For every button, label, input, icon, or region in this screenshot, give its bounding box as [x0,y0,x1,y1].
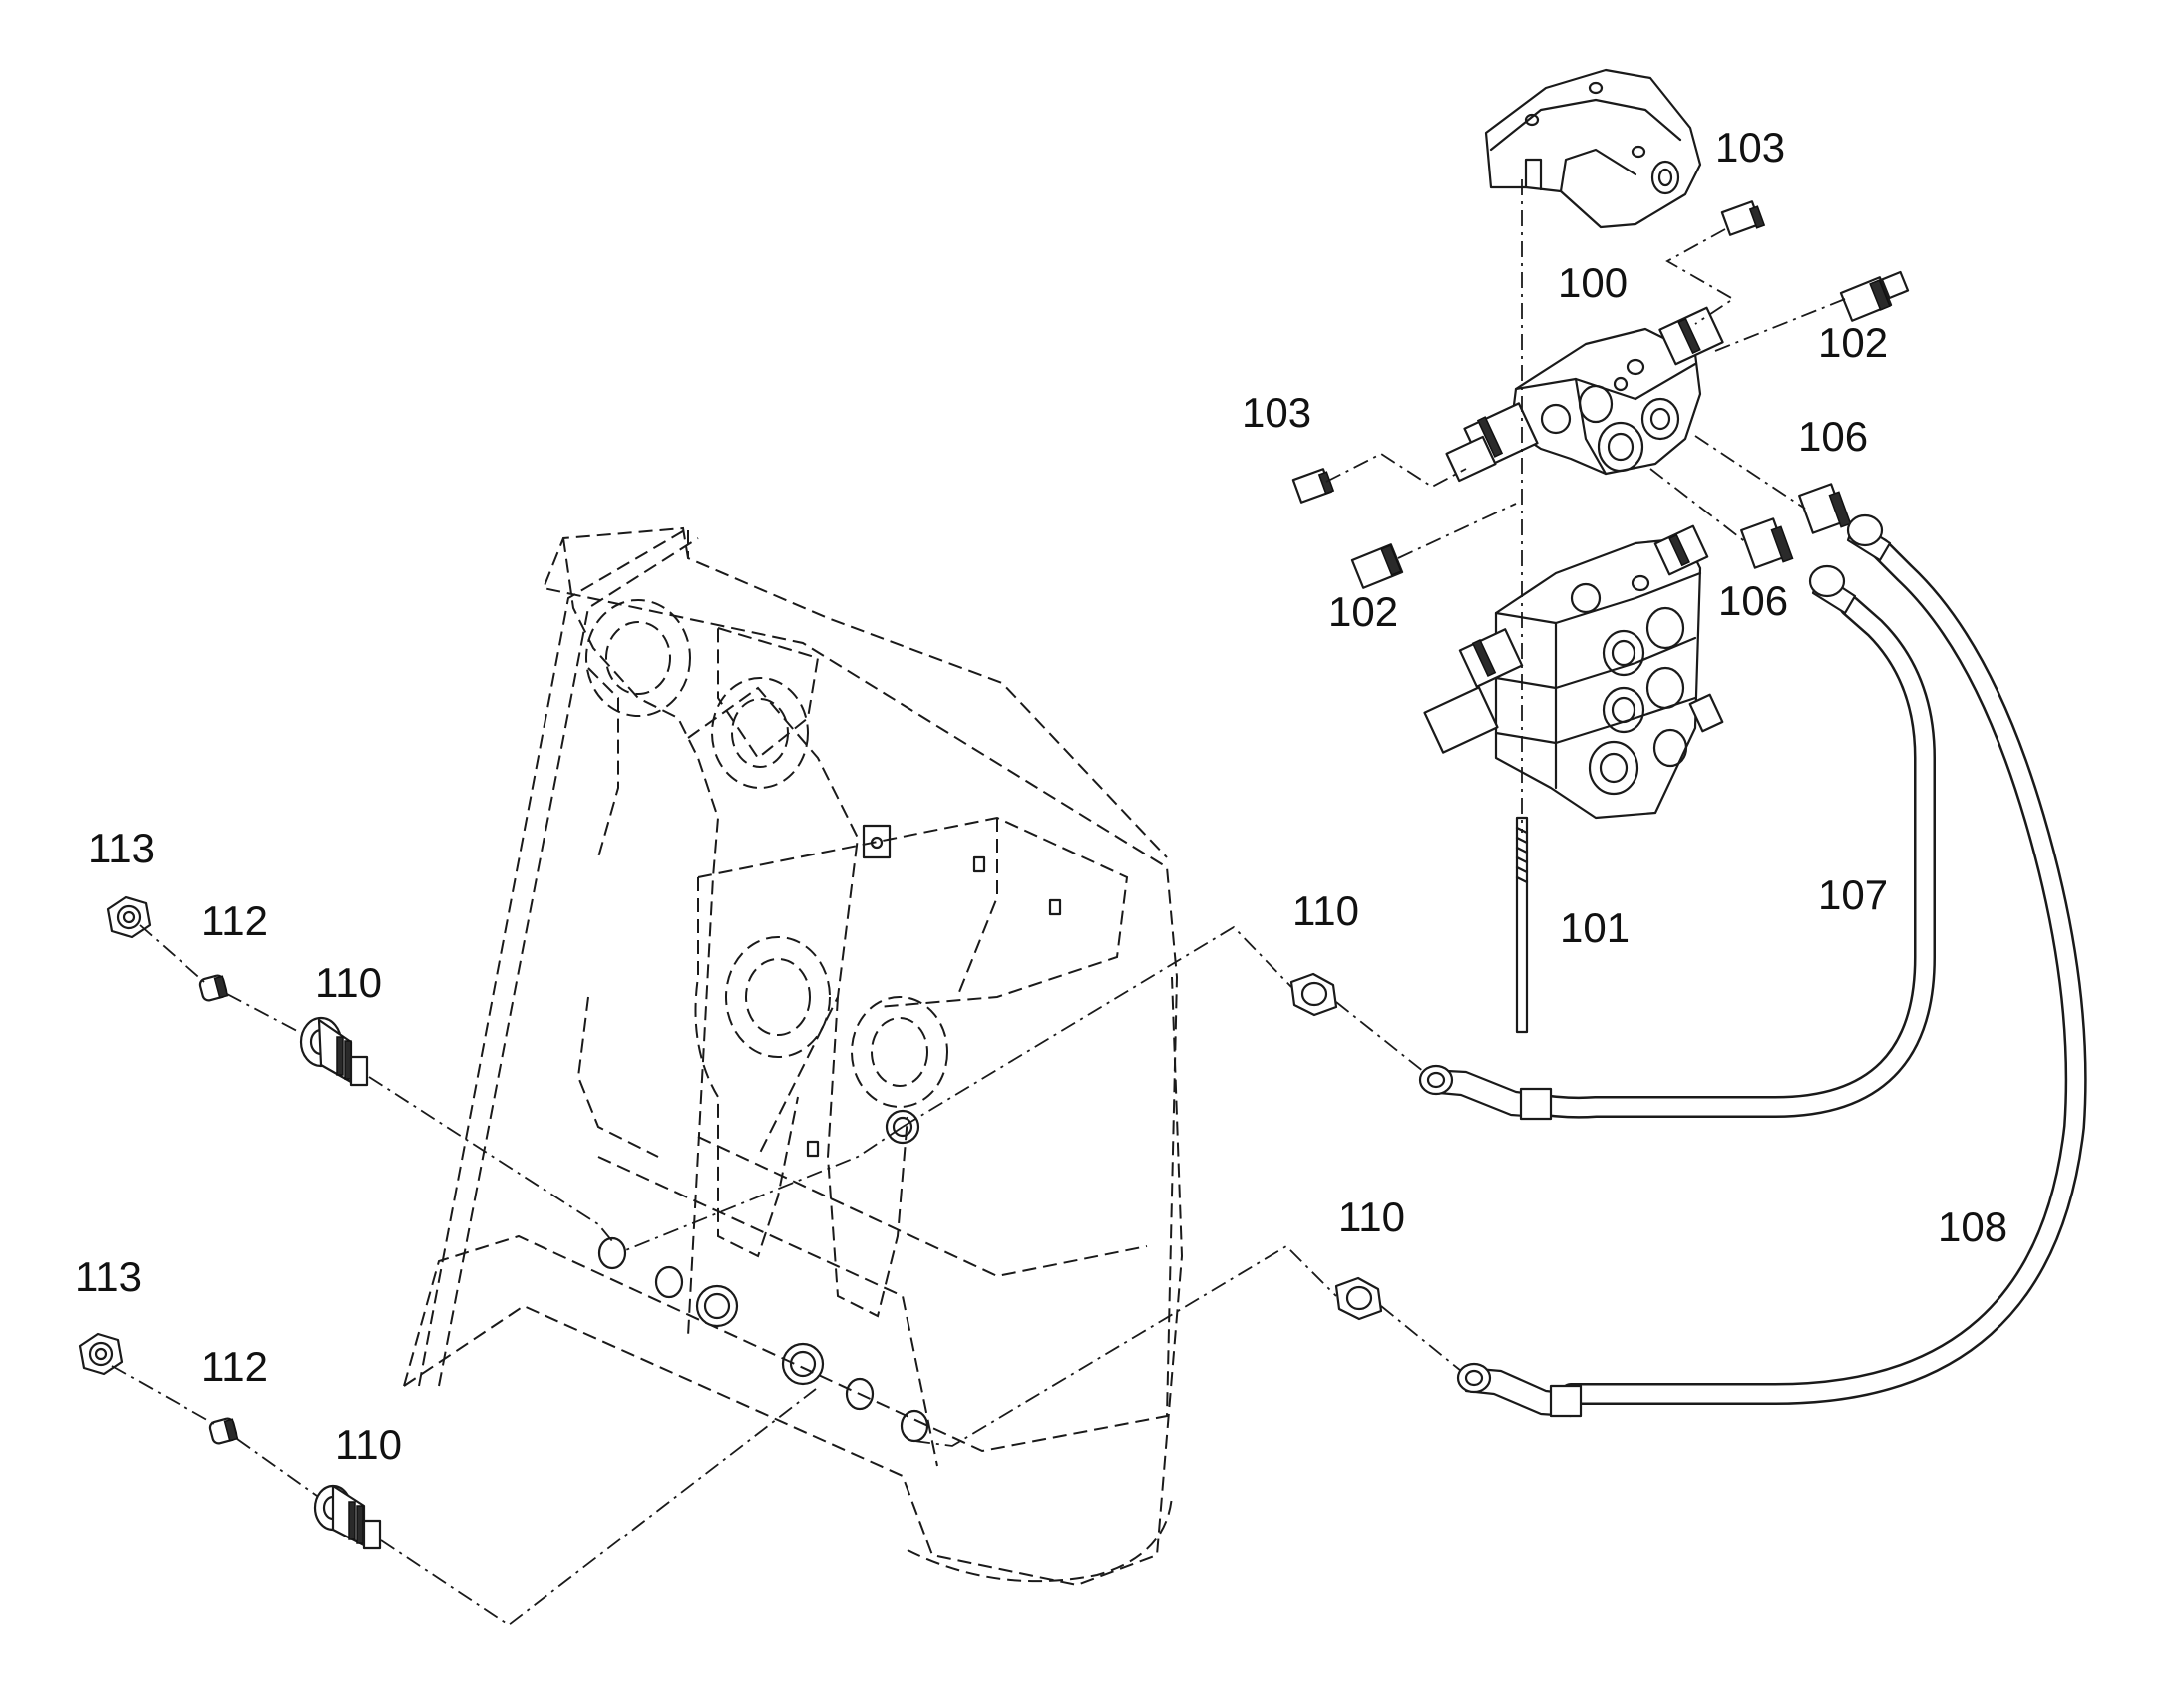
tie-rod [1515,816,1529,1034]
callout-108: 108 [1938,1203,2007,1250]
valve-cover [1484,68,1702,229]
bulkhead-nut-upper [1289,972,1338,1017]
callout-110-lower: 110 [1338,1194,1405,1240]
callout-103-top: 103 [1715,124,1785,171]
callout-101: 101 [1560,904,1630,951]
plug-112-lower [208,1417,239,1445]
nut-113-lower [78,1332,124,1376]
nut-113-upper [106,895,152,939]
callout-110-left-upper: 110 [315,959,382,1006]
callout-106-lower: 106 [1718,577,1788,624]
fitting-110-left-upper [299,1016,369,1087]
callout-107: 107 [1818,871,1888,918]
callout-110-upper: 110 [1292,887,1359,934]
callout-113-lower: 113 [75,1253,142,1300]
callout-100: 100 [1558,259,1628,306]
callout-103-left: 103 [1242,389,1311,436]
loader-frame [403,526,1184,1587]
fitting-106-lower [1740,517,1794,569]
frame-leader-lines [111,924,1462,1627]
callout-110-left-lower: 110 [335,1421,402,1468]
callout-102-left: 102 [1328,588,1398,635]
fitting-102-right [1839,270,1910,322]
bulkhead-nut-lower [1334,1276,1383,1321]
fitting-110-left-lower [313,1484,382,1550]
fitting-103-left [1291,468,1335,504]
fitting-106-upper [1798,483,1852,534]
callout-112-upper: 112 [201,897,268,944]
hose-107 [1418,564,1936,1121]
fitting-102-left [1350,543,1404,589]
control-valve-section [1445,306,1724,483]
valve-assembly-stack [1423,524,1724,820]
hose-108 [1456,513,2087,1418]
callout-112-lower: 112 [201,1343,268,1390]
callout-102-right: 102 [1818,319,1888,366]
fitting-103-top [1720,200,1766,236]
callout-labels: 103 100 102 103 106 102 106 107 101 110 … [75,124,2007,1468]
callout-106-upper: 106 [1798,413,1868,460]
callout-113-upper: 113 [88,825,155,871]
plug-112-upper [198,974,229,1002]
valve-leader-lines [1325,228,1846,559]
